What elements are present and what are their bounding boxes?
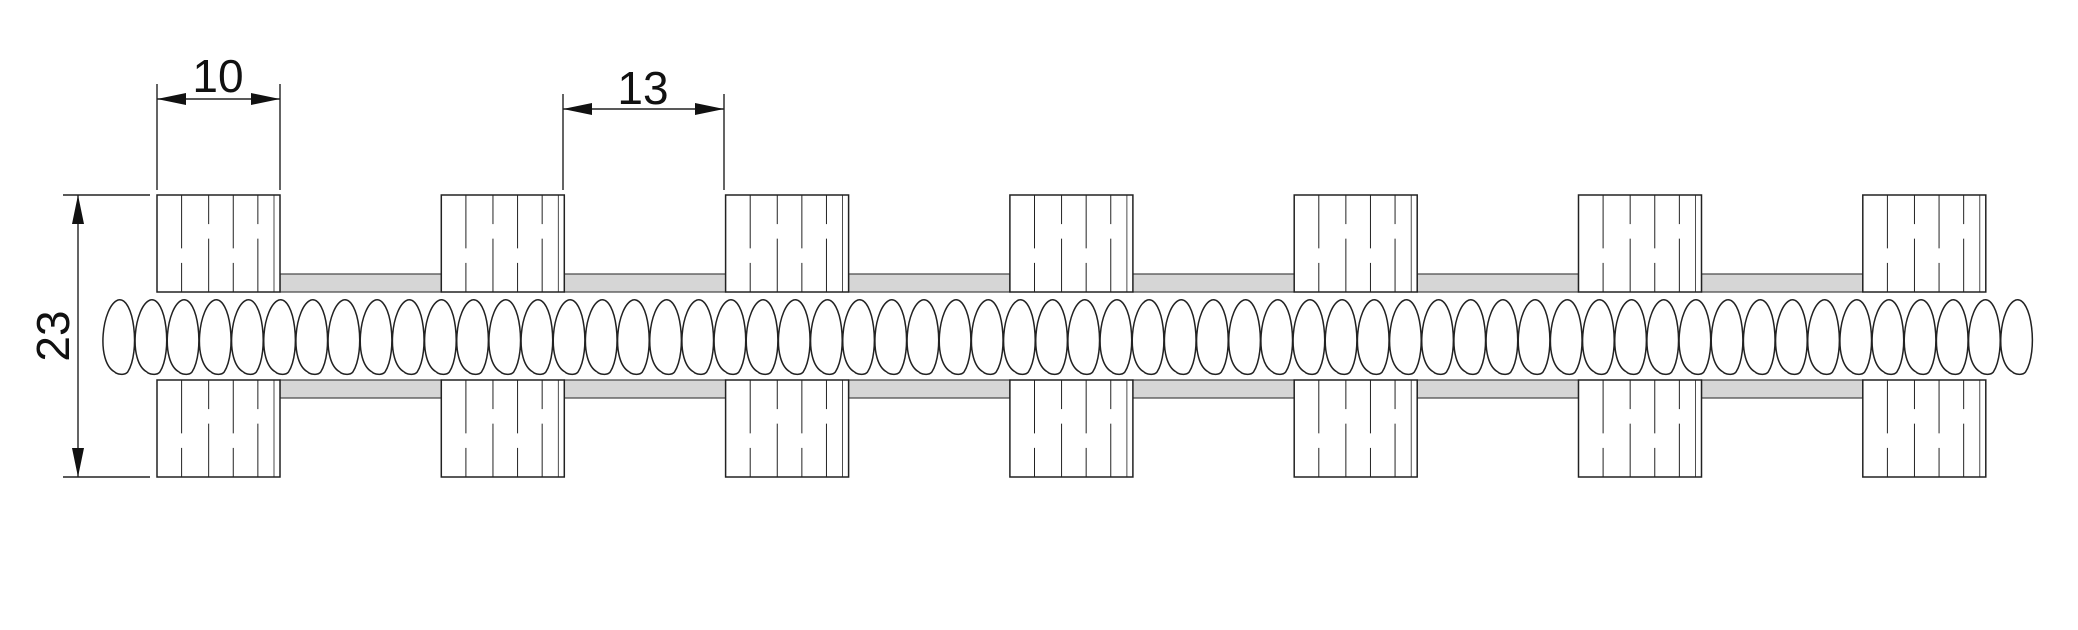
- block: [1577, 194, 1703, 478]
- block-top: [156, 194, 281, 293]
- upper-strip: [847, 273, 1011, 293]
- block-top: [440, 194, 566, 293]
- block: [440, 194, 566, 478]
- lower-strip: [847, 379, 1011, 399]
- upper-strip: [1132, 273, 1295, 293]
- block: [1862, 194, 1987, 478]
- upper-strip: [1700, 273, 1864, 293]
- gap-width-label: 13: [617, 62, 668, 114]
- block-bottom: [440, 379, 566, 478]
- block-top: [1862, 194, 1987, 293]
- arrow-right-icon: [695, 103, 724, 115]
- block: [156, 194, 281, 478]
- arrow-right-icon: [251, 93, 280, 105]
- arrow-left-icon: [157, 93, 186, 105]
- block-top: [1577, 194, 1703, 293]
- spring-path: [102, 299, 2034, 376]
- arrow-up-icon: [72, 195, 84, 224]
- block-top: [724, 194, 850, 293]
- block: [1009, 194, 1134, 478]
- dimension-height: 23: [27, 194, 150, 478]
- block-bottom: [1293, 379, 1418, 478]
- block-top: [1009, 194, 1134, 293]
- upper-strip: [279, 273, 442, 293]
- lower-strip: [1132, 379, 1295, 399]
- block-bottom: [1862, 379, 1987, 478]
- block-top: [1293, 194, 1418, 293]
- arrow-left-icon: [563, 103, 592, 115]
- lower-strip: [1416, 379, 1580, 399]
- lower-strip: [279, 379, 442, 399]
- dimension-block-width: 10: [156, 50, 281, 190]
- dimension-gap-width: 13: [562, 62, 725, 190]
- blocks-group: [156, 194, 1987, 478]
- upper-strip: [563, 273, 727, 293]
- lower-strip: [1700, 379, 1864, 399]
- block-bottom: [1009, 379, 1134, 478]
- block: [1293, 194, 1418, 478]
- block-bottom: [724, 379, 850, 478]
- height-label: 23: [27, 310, 79, 361]
- block-bottom: [156, 379, 281, 478]
- block-width-label: 10: [192, 50, 243, 102]
- upper-strip: [1416, 273, 1580, 293]
- arrow-down-icon: [72, 448, 84, 477]
- lower-strip: [563, 379, 727, 399]
- spring-coil: [102, 299, 2034, 376]
- block: [724, 194, 850, 478]
- block-bottom: [1577, 379, 1703, 478]
